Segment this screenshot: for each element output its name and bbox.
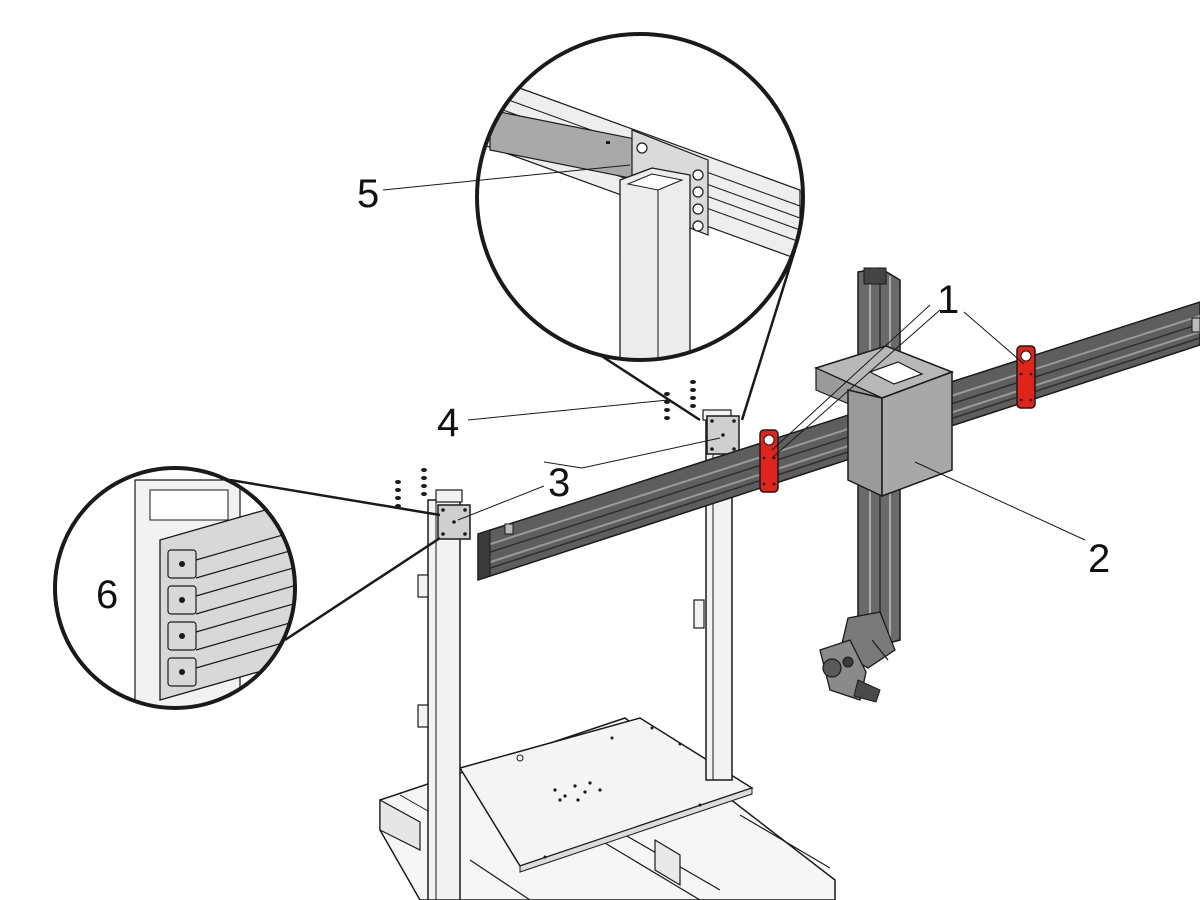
- left-post: [417, 489, 463, 900]
- tool-head: [819, 611, 896, 703]
- detail-circle-5: [475, 32, 805, 362]
- detail-circle-6: [53, 466, 297, 710]
- callout-1: 1: [937, 278, 959, 322]
- detail-leaders: [229, 249, 797, 642]
- bolt-set-right: [664, 380, 696, 420]
- mounting-plate-left: [437, 504, 471, 540]
- bolt-set-left: [395, 468, 427, 508]
- callout-6: 6: [96, 573, 118, 617]
- mounting-plate-right: [706, 415, 740, 455]
- callout-2: 2: [1088, 537, 1110, 581]
- callout-5: 5: [357, 172, 379, 216]
- carriage-box: [813, 345, 955, 498]
- table-plate: [458, 717, 754, 873]
- callout-leaders: [382, 164, 1086, 541]
- callout-4: 4: [437, 401, 459, 445]
- red-bracket-right: [1016, 345, 1036, 409]
- red-bracket-left: [759, 429, 779, 493]
- callout-3: 3: [548, 461, 570, 505]
